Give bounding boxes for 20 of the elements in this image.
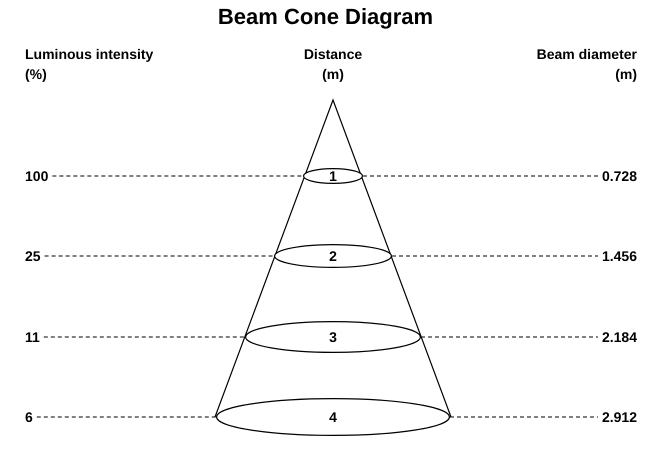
beam-ring: 2 xyxy=(274,244,392,268)
dashed-guide-line xyxy=(43,336,246,338)
diameter-value: 2.184 xyxy=(602,328,637,346)
beam-ring: 1 xyxy=(303,168,363,184)
beam-ring: 3 xyxy=(245,321,421,353)
dashed-guide-line xyxy=(36,416,216,418)
beam-ring: 4 xyxy=(216,398,450,436)
intensity-value: 25 xyxy=(25,247,41,265)
column-header: Luminous intensity (%) xyxy=(25,45,154,84)
diameter-value: 0.728 xyxy=(602,167,637,185)
diagram-title: Beam Cone Diagram xyxy=(216,4,434,30)
diameter-value: 2.912 xyxy=(602,408,637,426)
intensity-value: 11 xyxy=(25,328,40,346)
diameter-value: 1.456 xyxy=(602,247,637,265)
intensity-value: 100 xyxy=(25,167,48,185)
column-header: Distance (m) xyxy=(302,45,364,84)
intensity-value: 6 xyxy=(25,408,33,426)
column-header: Beam diameter (m) xyxy=(536,45,637,84)
dashed-guide-line xyxy=(420,336,598,338)
dashed-guide-line xyxy=(450,416,598,418)
